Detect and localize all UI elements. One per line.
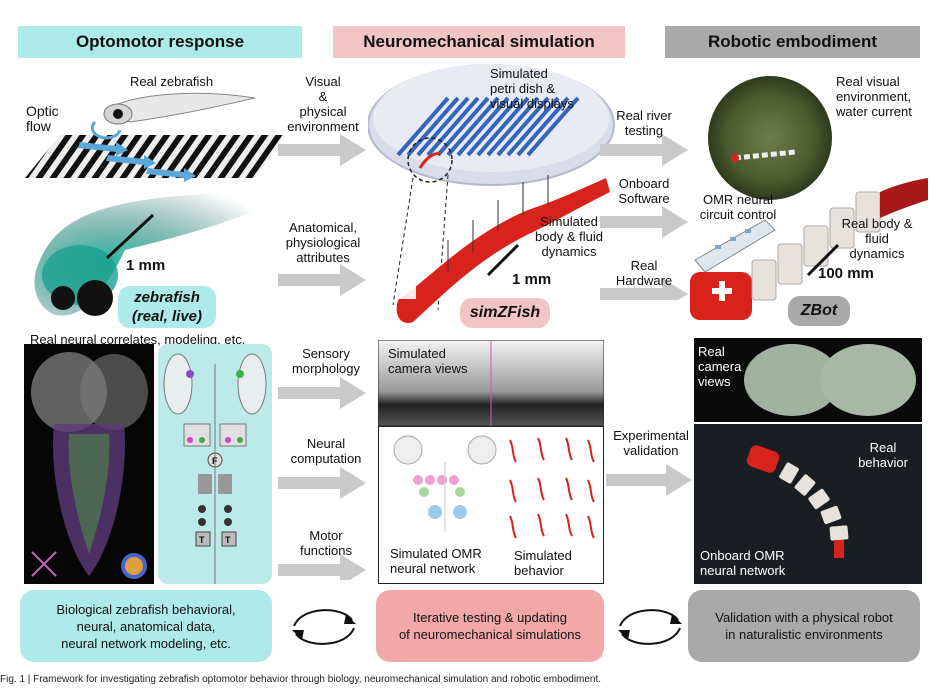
label-real-hardware: Real Hardware xyxy=(615,258,673,288)
label-anatomical: Anatomical, physiological attributes xyxy=(285,220,361,265)
zoom-circle xyxy=(407,137,453,183)
cycle-arrows-left xyxy=(292,609,356,645)
fish-eye xyxy=(77,280,113,316)
box-iterative-testing: Iterative testing & updating of neuromec… xyxy=(376,590,604,662)
fluorescent-zebrafish xyxy=(34,190,296,316)
box-biological-data: Biological zebrafish behavioral, neural,… xyxy=(20,590,272,662)
direction-arrows-icon xyxy=(31,551,57,577)
badge-simzfish: simZFish xyxy=(460,298,550,328)
header-robotic: Robotic embodiment xyxy=(665,26,920,58)
real-behavior-robot xyxy=(746,445,849,558)
cycle-arrows-right xyxy=(618,609,682,645)
badge-zebrafish-real: zebrafish (real, live) xyxy=(118,286,216,328)
label-onboard-omr: Onboard OMR neural network xyxy=(700,548,786,578)
scale-bar-right xyxy=(806,243,840,277)
flow-arrows xyxy=(78,142,196,182)
brain-circuit-diagram xyxy=(163,353,267,584)
label-sim-petri: Simulated petri dish & visual displays xyxy=(490,66,574,111)
simulated-behavior-traces xyxy=(509,437,595,539)
box-physical-robot: Validation with a physical robot in natu… xyxy=(688,590,920,662)
label-sim-behavior: Simulated behavior xyxy=(514,548,572,578)
arrows-left xyxy=(278,134,366,580)
arrows-mid-top xyxy=(600,134,688,300)
label-onboard-software: Onboard Software xyxy=(618,176,670,206)
arrow-hardware xyxy=(600,278,688,300)
arrow-motor xyxy=(278,554,366,580)
river-photo xyxy=(708,76,832,200)
label-sim-omr-network: Simulated OMR neural network xyxy=(390,546,482,576)
scale-label-1mm-left: 1 mm xyxy=(126,257,166,274)
label-optic-flow: Optic flow xyxy=(26,103,59,134)
optic-flow-illustration xyxy=(25,92,285,182)
label-omr-circuit: OMR neural circuit control xyxy=(699,192,777,222)
header-optomotor: Optomotor response xyxy=(18,26,302,58)
arrow-neural-computation xyxy=(278,467,366,499)
label-sensory-morphology: Sensory morphology xyxy=(292,346,360,376)
arrow-sensory xyxy=(278,377,366,409)
label-neural-computation: Neural computation xyxy=(290,436,362,466)
badge-zbot: ZBot xyxy=(788,296,850,326)
zebrafish-larva-icon xyxy=(103,92,256,125)
arrow-anatomical xyxy=(278,264,366,296)
simulation-illustration xyxy=(368,64,615,324)
arrow-river xyxy=(600,134,688,166)
label-experimental-validation: Experimental validation xyxy=(613,428,689,458)
omr-circuit-board xyxy=(694,219,776,273)
scale-bar-mid xyxy=(486,243,520,277)
scale-bar-left xyxy=(105,213,155,260)
box-physical-text: Validation with a physical robot in natu… xyxy=(715,610,893,642)
scale-label-1mm-mid: 1 mm xyxy=(512,271,552,288)
real-camera-views xyxy=(744,344,916,416)
simulated-network-diagram xyxy=(393,435,497,532)
label-real-zebrafish: Real zebrafish xyxy=(130,74,214,89)
label-real-behavior: Real behavior xyxy=(858,440,908,470)
box-iterative-text: Iterative testing & updating of neuromec… xyxy=(398,610,582,642)
real-behavior-panel xyxy=(694,424,922,584)
robot-illustration xyxy=(690,76,928,320)
brain-label-T2: T xyxy=(225,535,231,545)
label-visual-env: Visual & physical environment xyxy=(287,74,359,134)
brain-label-F: F xyxy=(212,456,218,466)
arrow-experimental-validation xyxy=(606,464,692,496)
label-real-camera: Real camera views xyxy=(698,344,742,389)
header-neuromechanical: Neuromechanical simulation xyxy=(333,26,625,58)
label-real-body: Real body & fluid dynamics xyxy=(841,216,913,261)
scale-label-100mm: 100 mm xyxy=(818,265,874,282)
figure-caption: Fig. 1 | Framework for investigating zeb… xyxy=(0,674,602,685)
simulated-camera-panel xyxy=(378,340,604,426)
simzfish-body xyxy=(396,178,610,324)
label-real-river: Real river testing xyxy=(616,108,672,138)
brain-imaging-panel xyxy=(24,344,154,584)
label-neural-correlates: Real neural correlates, modeling, etc. xyxy=(30,332,246,347)
label-motor-functions: Motor functions xyxy=(299,528,353,558)
zbot-robot xyxy=(690,178,928,320)
visual-display-grating xyxy=(396,96,580,157)
label-sim-body: Simulated body & fluid dynamics xyxy=(535,214,603,259)
brain-label-T1: T xyxy=(199,535,205,545)
label-real-visual-env: Real visual environment, water current xyxy=(836,74,912,119)
label-sim-camera: Simulated camera views xyxy=(388,346,468,376)
arrow-visual-env xyxy=(278,134,366,166)
arrow-software xyxy=(600,206,688,238)
rotation-arrow xyxy=(90,120,122,140)
color-wheel-icon xyxy=(121,553,147,579)
box-biological-text: Biological zebrafish behavioral, neural,… xyxy=(56,601,236,651)
